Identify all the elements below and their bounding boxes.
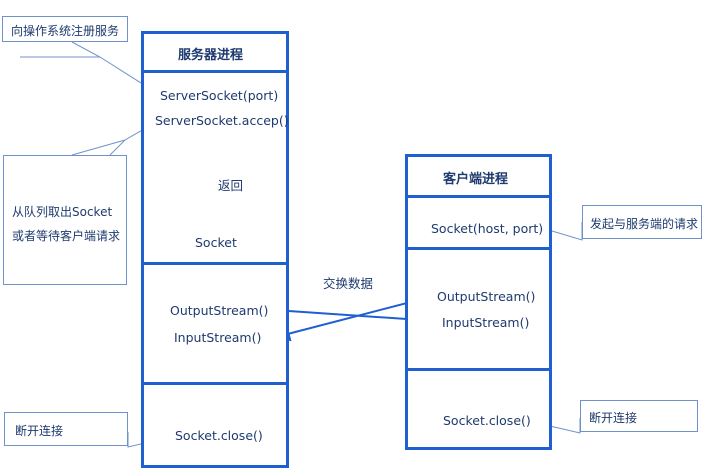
server-divider-3 bbox=[141, 382, 289, 385]
callout-pointer-queue-2 bbox=[109, 139, 126, 156]
callout-client-request-text: 发起与服务端的请求 bbox=[590, 217, 699, 231]
exchange-data-label: 交换数据 bbox=[323, 276, 374, 291]
server-input-stream: InputStream() bbox=[174, 330, 262, 345]
client-process-box bbox=[405, 154, 552, 450]
client-output-stream: OutputStream() bbox=[437, 289, 536, 304]
callout-client-disconnect: 断开连接 bbox=[580, 400, 698, 432]
client-input-stream: InputStream() bbox=[442, 315, 530, 330]
server-serversocket-port: ServerSocket(port) bbox=[160, 88, 279, 103]
client-process-title: 客户端进程 bbox=[443, 172, 509, 187]
callout-queue-line1: 从队列取出Socket bbox=[12, 205, 113, 219]
server-divider-1 bbox=[141, 70, 289, 73]
server-process-box bbox=[141, 31, 289, 468]
callout-register-service-text: 向操作系统注册服务 bbox=[11, 24, 120, 38]
callout-client-request: 发起与服务端的请求 bbox=[582, 205, 702, 239]
callout-queue: 从队列取出Socket 或者等待客户端请求 bbox=[3, 155, 127, 285]
server-output-stream: OutputStream() bbox=[170, 303, 269, 318]
server-serversocket-accept: ServerSocket.accep() bbox=[155, 113, 289, 128]
client-socket-host-port: Socket(host, port) bbox=[431, 221, 544, 236]
client-divider-3 bbox=[405, 368, 552, 371]
callout-client-disconnect-text: 断开连接 bbox=[589, 411, 638, 425]
server-socket-close: Socket.close() bbox=[175, 428, 263, 443]
callout-server-disconnect-text: 断开连接 bbox=[15, 424, 64, 438]
callout-queue-line2: 或者等待客户端请求 bbox=[12, 229, 121, 243]
client-socket-close: Socket.close() bbox=[443, 413, 531, 428]
callout-register-service: 向操作系统注册服务 bbox=[2, 16, 128, 42]
client-divider-2 bbox=[405, 247, 552, 250]
server-process-title: 服务器进程 bbox=[178, 48, 244, 63]
server-return-label: 返回 bbox=[218, 178, 244, 193]
server-divider-2 bbox=[141, 262, 289, 265]
client-divider-1 bbox=[405, 195, 552, 198]
server-socket: Socket bbox=[195, 235, 237, 250]
callout-server-disconnect: 断开连接 bbox=[4, 412, 128, 446]
